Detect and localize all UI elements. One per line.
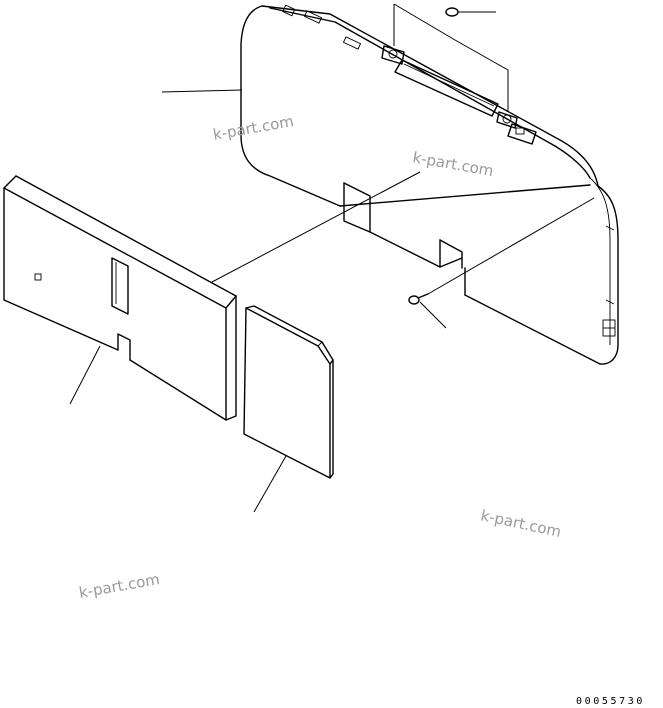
small-pad <box>243 305 334 479</box>
panel-openings <box>282 4 537 145</box>
pad-reference-line <box>211 171 421 283</box>
pad-leader <box>69 345 101 405</box>
large-pad <box>3 175 237 421</box>
panel-leader <box>161 89 243 93</box>
main-panel <box>240 5 619 365</box>
small-pad-leader <box>253 455 287 513</box>
diagram-code: 00055730 <box>576 696 645 707</box>
screw-part <box>408 197 595 329</box>
cap-part <box>393 3 509 112</box>
watermark-3: k-part.com <box>479 506 563 541</box>
watermark-4: k-part.com <box>78 570 162 602</box>
watermark-1: k-part.com <box>212 112 296 144</box>
watermark-2: k-part.com <box>411 148 495 180</box>
